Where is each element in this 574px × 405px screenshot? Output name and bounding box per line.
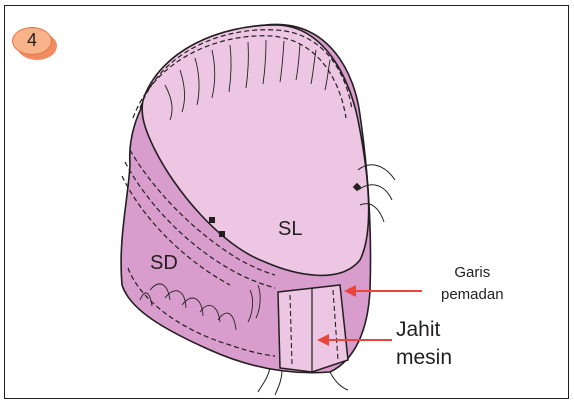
label-garis-pemadan: Garis pemadan: [441, 262, 504, 306]
label-jahit-mesin: Jahit mesin: [396, 316, 452, 372]
seam-panel: [278, 285, 348, 372]
notch-marker-2: [219, 231, 225, 237]
label-garis-line2: pemadan: [441, 284, 504, 306]
label-jahit-line1: Jahit: [396, 316, 452, 344]
label-jahit-line2: mesin: [396, 344, 452, 372]
arrow-garis-pemadan: [344, 285, 422, 297]
notch-marker-1: [209, 217, 215, 223]
label-sd: SD: [150, 252, 178, 275]
label-garis-line1: Garis: [441, 262, 504, 284]
label-sl: SL: [278, 218, 302, 241]
